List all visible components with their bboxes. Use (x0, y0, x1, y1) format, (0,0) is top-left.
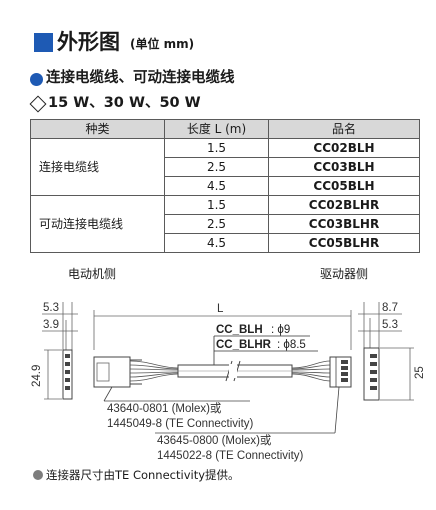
cable-1-diameter: : ϕ9 (271, 324, 290, 336)
driver-wires (291, 360, 331, 382)
cable-2-name: CC_BLHR (216, 339, 272, 351)
part-number-cell: CC02BLHR (268, 195, 420, 215)
dim-24-9-text: 24.9 (31, 365, 43, 387)
dim-3-9: 3.9 (42, 319, 78, 350)
motor-connector-side-view (62, 349, 73, 400)
title-marker (34, 33, 53, 52)
cable-body (177, 360, 293, 382)
driver-connector-part-1: 43645-0800 (Molex)或 (157, 434, 272, 447)
table-header-row: 种类 长度 L (m) 品名 (30, 119, 420, 139)
table-row: 连接电缆线 1.5 CC02BLH (30, 138, 420, 196)
motor-side-label: 电动机侧 (68, 267, 117, 281)
dim-8-7: 8.7 (358, 302, 402, 348)
part-number-cell: CC03BLHR (268, 214, 420, 234)
part-number-cell: CC05BLH (268, 176, 420, 196)
diamond-bullet-icon (29, 95, 47, 113)
length-cell: 1.5 (164, 138, 269, 158)
page-title: 外形图 (57, 30, 120, 54)
note-bullet-icon (33, 470, 43, 480)
part-number-cell: CC02BLH (268, 138, 420, 158)
length-cell: 4.5 (164, 233, 269, 253)
length-cell: 1.5 (164, 195, 269, 215)
length-cell: 2.5 (164, 214, 269, 234)
table-row: 2.5 CC03BLHR (31, 214, 420, 234)
part-number-cell: CC03BLH (268, 157, 420, 177)
dim-5-3-right-text: 5.3 (382, 319, 398, 331)
unit-label: (单位 mm) (130, 37, 195, 51)
motor-connector (93, 356, 142, 388)
driver-connector-side-view (363, 347, 380, 401)
driver-side-label: 驱动器侧 (320, 267, 369, 281)
cable-1-name: CC_BLH (216, 324, 263, 336)
section-bullet-icon (30, 73, 43, 86)
cable-dimension-drawing: 5.3 3.9 24.9 L CC_BLH : ϕ9 CC_BLHR : ϕ8.… (31, 302, 426, 462)
driver-connector (329, 356, 352, 388)
header-type: 种类 (30, 119, 165, 139)
table-row: 4.5 CC05BLHR (31, 233, 420, 253)
dim-24-9: 24.9 (31, 349, 62, 400)
spec-table: 种类 长度 L (m) 品名 连接电缆线 1.5 CC02BLH 2.5 CC0… (30, 119, 420, 253)
length-cell: 4.5 (164, 176, 269, 196)
header-length: 长度 L (m) (164, 119, 269, 139)
cable-2-diameter: : ϕ8.5 (277, 339, 306, 351)
dim-5-3-right: 5.3 (358, 318, 402, 348)
part-number-cell: CC05BLHR (268, 233, 420, 253)
dim-5-3-left-text: 5.3 (43, 302, 59, 314)
header-part-number: 品名 (268, 119, 420, 139)
footnote: 连接器尺寸由TE Connectivity提供。 (33, 467, 240, 483)
dim-25-text: 25 (414, 366, 426, 379)
type-cell: 连接电缆线 (30, 138, 165, 196)
table-row: 可动连接电缆线 1.5 CC02BLHR (30, 195, 420, 253)
footnote-text: 连接器尺寸由TE Connectivity提供。 (46, 468, 240, 482)
motor-wires (129, 360, 179, 382)
motor-connector-part-2: 1445049-8 (TE Connectivity) (107, 418, 254, 430)
section-subtitle: 15 W、30 W、50 W (48, 95, 201, 111)
motor-connector-part-1: 43640-0801 (Molex)或 (107, 402, 222, 415)
dim-25: 25 (380, 347, 426, 401)
dim-5-3-left: 5.3 (42, 302, 78, 350)
length-cell: 2.5 (164, 157, 269, 177)
dim-L: L (93, 303, 352, 350)
dim-L-text: L (217, 303, 224, 315)
section-title: 连接电缆线、可动连接电缆线 (46, 70, 235, 86)
dim-3-9-text: 3.9 (43, 319, 59, 331)
type-cell: 可动连接电缆线 (30, 195, 165, 253)
driver-connector-part-2: 1445022-8 (TE Connectivity) (157, 450, 304, 462)
dim-8-7-text: 8.7 (382, 302, 398, 314)
